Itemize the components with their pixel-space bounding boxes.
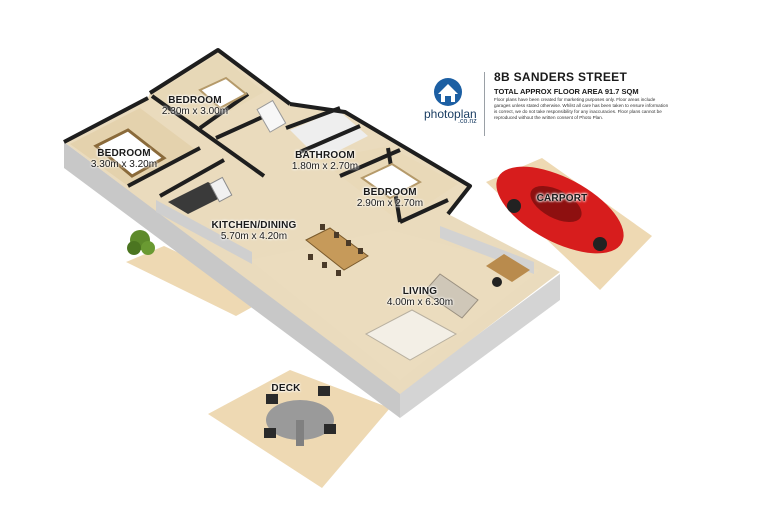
bed-left [93, 128, 167, 178]
property-address: 8B SANDERS STREET [494, 70, 628, 84]
room-label-bedroom-top: BEDROOM 2.30m x 3.00m [162, 95, 228, 117]
fridge [209, 176, 233, 203]
room-dimensions: 4.00m x 6.30m [386, 297, 454, 308]
header-divider [484, 72, 485, 136]
room-label-bathroom: BATHROOM 1.80m x 2.70m [292, 150, 358, 172]
room-dimensions: 5.70m x 4.20m [220, 231, 288, 242]
desk [486, 254, 530, 282]
logo-name: photoplan [424, 107, 477, 121]
room-dimensions: 2.30m x 3.00m [161, 106, 229, 117]
room-name: LIVING [402, 286, 438, 297]
plant [127, 230, 155, 255]
outer-wall-face-right [400, 274, 560, 418]
room-label-living: LIVING 4.00m x 6.30m [387, 286, 453, 308]
logo-suffix: .co.nz [458, 118, 477, 125]
room-label-carport: CARPORT [537, 193, 588, 204]
room-label-deck: DECK [271, 383, 300, 394]
bed-right [360, 162, 422, 200]
deck-table-leg [296, 420, 304, 446]
dining-table [305, 227, 369, 271]
room-name: BATHROOM [295, 150, 355, 161]
sofa [423, 273, 479, 319]
garden-strip [126, 246, 272, 316]
inner-wall-face-a [156, 200, 252, 264]
room-name: BEDROOM [168, 95, 222, 106]
red-car [496, 166, 624, 254]
room-dimensions: 3.30m x 3.20m [90, 159, 158, 170]
outer-wall-face-left [64, 142, 400, 418]
room-dimensions: 2.90m x 2.70m [356, 198, 424, 209]
disclaimer-text: Floor plans have been created for market… [494, 97, 669, 120]
room-label-bedroom-left: BEDROOM 3.30m x 3.20m [91, 148, 157, 170]
floor-area: TOTAL APPROX FLOOR AREA 91.7 SQM [494, 87, 639, 96]
dining-chairs [308, 224, 363, 276]
room-name: DECK [271, 383, 301, 394]
bathtub [256, 99, 287, 133]
room-name: BEDROOM [97, 148, 151, 159]
desk-chair [492, 277, 502, 287]
house-logo-icon [434, 78, 462, 106]
room-name: BEDROOM [363, 187, 417, 198]
room-label-kitchen-dining: KITCHEN/DINING 5.70m x 4.20m [211, 220, 296, 242]
deck-chairs [264, 386, 336, 438]
bed-top [198, 76, 248, 110]
living-rug [364, 309, 458, 361]
room-label-bedroom-right: BEDROOM 2.90m x 2.70m [357, 187, 423, 209]
room-name: KITCHEN/DINING [211, 220, 297, 231]
room-name: CARPORT [536, 193, 588, 204]
logo-wordmark: photoplan .co.nz [424, 107, 477, 125]
room-dimensions: 1.80m x 2.70m [291, 161, 359, 172]
